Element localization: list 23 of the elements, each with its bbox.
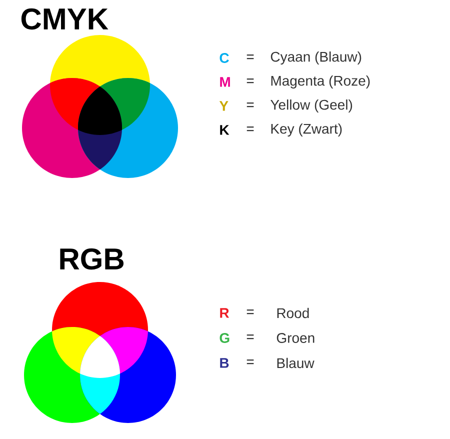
heading: RGB [60, 248, 124, 270]
equals-sign: = [246, 360, 254, 364]
key-letter: M [220, 77, 230, 87]
key-letter: C [220, 53, 229, 63]
equals-sign: = [246, 126, 254, 132]
key-letter: Y [219, 101, 228, 111]
key-letter: B [220, 358, 229, 368]
key-description: Magenta (Roze) [271, 75, 370, 89]
key-description: Rood [277, 308, 309, 318]
key-description: Yellow (Geel) [270, 99, 352, 113]
key-letter: R [220, 308, 230, 318]
heading: CMYK [21, 8, 108, 30]
key-description: Cyaan (Blauw) [270, 51, 362, 65]
equals-sign: = [246, 102, 254, 108]
key-description: Groen [276, 333, 314, 343]
equals-sign: = [246, 334, 254, 340]
key-letter: K [220, 125, 230, 135]
equals-sign: = [246, 54, 254, 60]
key-letter: G [220, 333, 230, 343]
key-description: Key (Zwart) [271, 123, 342, 137]
key-description: Blauw [277, 358, 314, 368]
equals-sign: = [246, 78, 254, 84]
equals-sign: = [246, 310, 254, 314]
